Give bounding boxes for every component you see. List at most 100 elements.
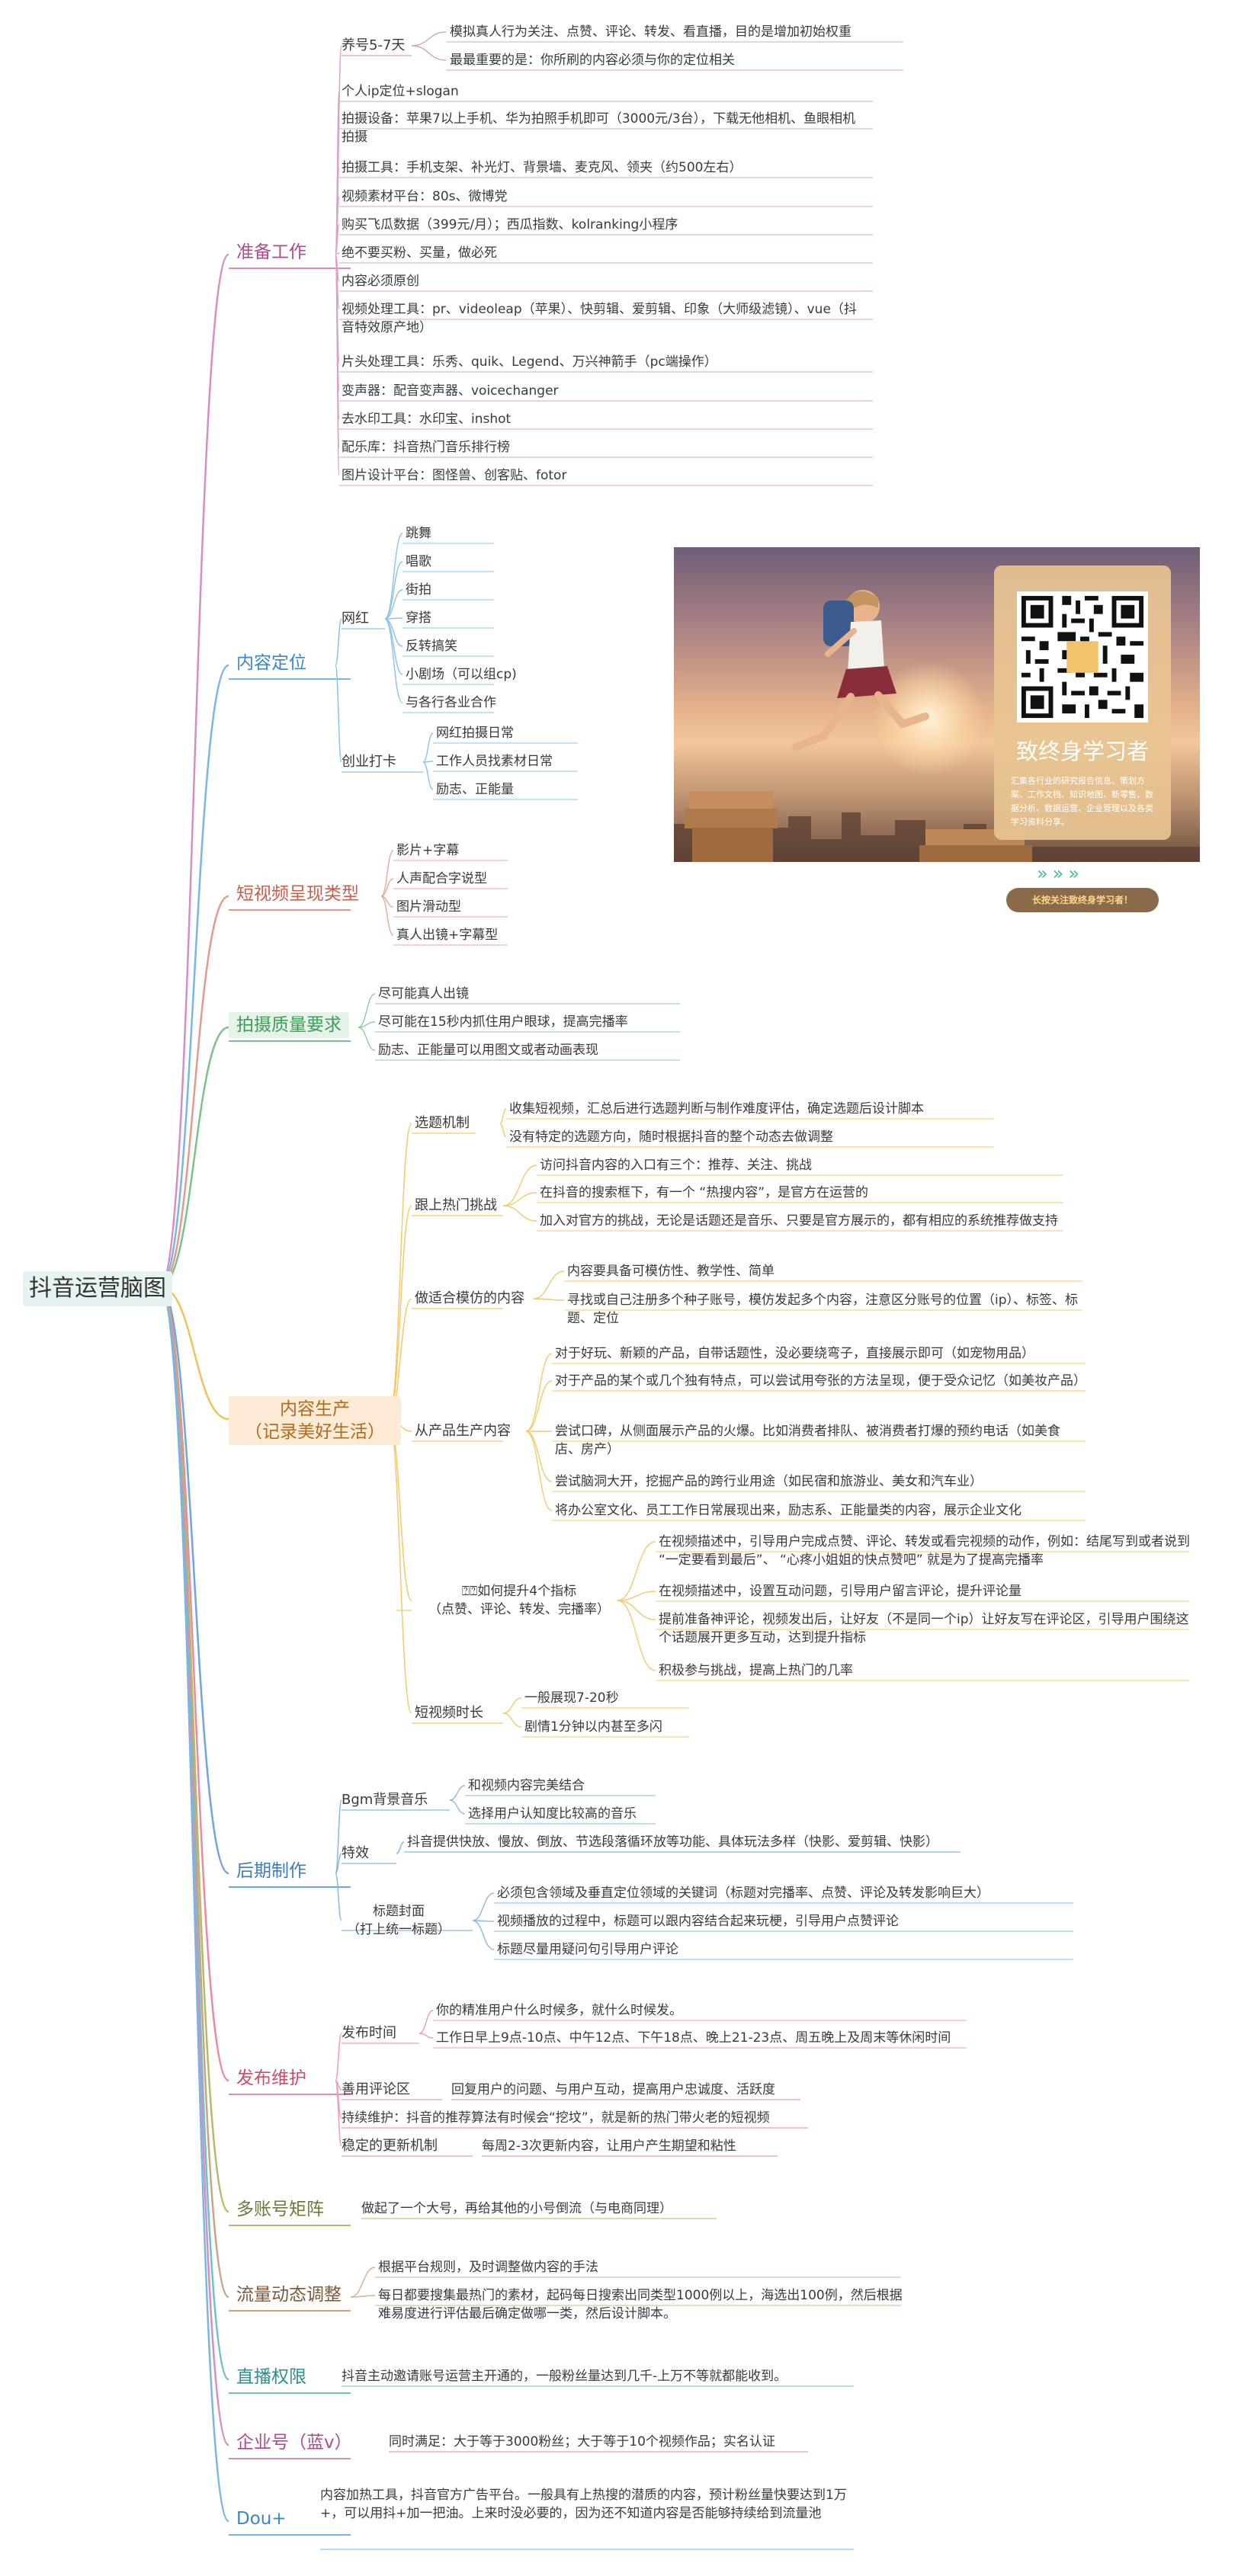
cover-item[interactable]: 必须包含领域及垂直定位领域的关键词（标题对完播率、点赞、评论及转发影响巨大） — [497, 1886, 989, 1901]
content-chuangye[interactable]: 创业打卡 — [342, 754, 396, 770]
prep-item[interactable]: 视频素材平台：80s、微博党 — [342, 189, 508, 204]
time-item[interactable]: 你的精准用户什么时候多，就什么时候发。 — [436, 2003, 682, 2018]
product-item[interactable]: 对于产品的某个或几个独有特点，可以尝试用夸张的方法呈现，便于受众记忆（如美妆产品… — [555, 1373, 1086, 1389]
live-item[interactable]: 抖音主动邀请账号运营主开通的，一般粉丝量达到几千-上万不等就都能收到。 — [342, 2369, 787, 2384]
product-item[interactable]: 尝试口碑，从侧面展示产品的火爆。比如消费者排队、被消费者打爆的预约电话（如美食店… — [555, 1424, 1060, 1457]
chuangye-item[interactable]: 工作人员找素材日常 — [436, 754, 553, 769]
flow-item[interactable]: 根据平台规则，及时调整做内容的手法 — [378, 2260, 598, 2275]
time-item[interactable]: 工作日早上9点-10点、中午12点、下午18点、晚上21-23点、周五晚上及周末… — [436, 2030, 951, 2046]
prep-item[interactable]: 内容必须原创 — [342, 274, 419, 289]
production-topic[interactable]: 选题机制 — [415, 1115, 470, 1131]
comment-item[interactable]: 回复用户的问题、与用户互动，提高用户忠诚度、活跃度 — [451, 2082, 775, 2097]
prep-item[interactable]: 片头处理工具：乐秀、quik、Legend、万兴神箭手（pc端操作） — [342, 354, 717, 370]
connector-line — [502, 1205, 537, 1222]
publish-keep[interactable]: 持续维护：抖音的推荐算法有时候会“挖坟”，就是新的热门带火老的短视频 — [342, 2110, 770, 2126]
short-video-item[interactable]: 真人出镜+字幕型 — [396, 928, 499, 943]
category-production[interactable]: 内容生产 （记录美好生活） — [229, 1396, 401, 1445]
hot-item[interactable]: 在抖音的搜索框下，有一个 “热搜内容”，是官方在运营的 — [540, 1185, 869, 1200]
wanghong-item[interactable]: 小剧场（可以组cp) — [406, 667, 517, 682]
category-flow[interactable]: 流量动态调整 — [236, 2285, 342, 2305]
wanghong-item[interactable]: 唱歌 — [406, 554, 431, 569]
metrics-item[interactable]: 积极参与挑战，提高上热门的几率 — [659, 1663, 853, 1678]
prep-item[interactable]: 图片设计平台：图怪兽、创客贴、fotor — [342, 468, 567, 483]
root-node[interactable]: 抖音运营脑图 — [23, 1271, 172, 1306]
short-video-item[interactable]: 影片+字幕 — [396, 843, 460, 858]
duration-item[interactable]: 一般展现7-20秒 — [524, 1690, 619, 1706]
wanghong-item[interactable]: 反转搞笑 — [406, 639, 457, 654]
production-hot[interactable]: 跟上热门挑战 — [415, 1197, 497, 1213]
prep-item[interactable]: 配乐库：抖音热门音乐排行榜 — [342, 440, 510, 455]
production-imitate[interactable]: 做适合模仿的内容 — [415, 1290, 524, 1306]
prep-yanghao-item[interactable]: 最最重要的是：你所刷的内容必须与你的定位相关 — [450, 53, 735, 68]
wanghong-item[interactable]: 跳舞 — [406, 526, 431, 541]
bgm-item[interactable]: 和视频内容完美结合 — [468, 1778, 585, 1793]
multi-item[interactable]: 做起了一个大号，再给其他的小号倒流（与电商同理） — [361, 2201, 672, 2216]
prep-item[interactable]: 个人ip定位+slogan — [342, 84, 459, 99]
topic-item[interactable]: 没有特定的选题方向，随时根据抖音的整个动态去做调整 — [509, 1129, 833, 1145]
wanghong-item[interactable]: 街拍 — [406, 582, 431, 598]
category-live[interactable]: 直播权限 — [236, 2367, 306, 2387]
prep-item[interactable]: 视频处理工具：pr、videoleap（苹果）、快剪辑、爱剪辑、印象（大师级滤镜… — [342, 302, 857, 335]
dou-item[interactable]: 内容加热工具，抖音官方广告平台。一般具有上热搜的潜质的内容，预计粉丝量快要达到1… — [320, 2488, 847, 2521]
chuangye-item[interactable]: 网红拍摄日常 — [436, 726, 514, 741]
category-short-video[interactable]: 短视频呈现类型 — [236, 884, 359, 904]
publish-comment[interactable]: 善用评论区 — [342, 2081, 410, 2097]
follow-button[interactable]: 长按关注致终身学习者！ — [1006, 888, 1159, 912]
chuangye-item[interactable]: 励志、正能量 — [436, 782, 514, 797]
category-quality[interactable]: 拍摄质量要求 — [229, 1012, 349, 1038]
update-item[interactable]: 每周2-3次更新内容，让用户产生期望和粘性 — [482, 2139, 736, 2154]
quality-item[interactable]: 尽可能真人出镜 — [378, 986, 469, 1001]
quality-item[interactable]: 励志、正能量可以用图文或者动画表现 — [378, 1043, 598, 1058]
metrics-item[interactable]: 在视频描述中，设置互动问题，引导用户留言评论，提升评论量 — [659, 1584, 1021, 1599]
prep-yanghao[interactable]: 养号5-7天 — [342, 37, 406, 53]
metrics-item[interactable]: 在视频描述中，引导用户完成点赞、评论、转发或看完视频的动作，例如：结尾写到或者说… — [659, 1534, 1190, 1568]
prep-item[interactable]: 去水印工具：水印宝、inshot — [342, 412, 512, 427]
prep-item[interactable]: 绝不要买粉、买量，做必死 — [342, 245, 497, 261]
flow-item[interactable]: 每日都要搜集最热门的素材，起码每日搜索出同类型1000例以上，海选出100例，然… — [378, 2288, 903, 2321]
imitate-item[interactable]: 寻找或自己注册多个种子账号，模仿发起多个内容，注意区分账号的位置（ip）、标签、… — [567, 1293, 1079, 1326]
category-content-position[interactable]: 内容定位 — [236, 653, 306, 673]
qr-code-icon[interactable] — [1017, 591, 1148, 722]
product-item[interactable]: 将办公室文化、员工工作日常展现出来，励志系、正能量类的内容，展示企业文化 — [555, 1503, 1021, 1518]
short-video-item[interactable]: 图片滑动型 — [396, 899, 461, 915]
connector-line — [617, 1600, 656, 1620]
category-dou[interactable]: Dou+ — [236, 2509, 287, 2529]
post-cover[interactable]: 标题封面 （打上统一标题） — [347, 1904, 451, 1937]
post-effects[interactable]: 特效 — [342, 1845, 369, 1861]
bgm-item[interactable]: 选择用户认知度比较高的音乐 — [468, 1806, 637, 1821]
metrics-item[interactable]: 提前准备神评论，视频发出后，让好友（不是同一个ip）让好友写在评论区，引导用户围… — [659, 1612, 1189, 1645]
product-item[interactable]: 尝试脑洞大开，挖掘产品的跨行业用途（如民宿和旅游业、美女和汽车业） — [555, 1474, 983, 1489]
short-video-item[interactable]: 人声配合字说型 — [396, 871, 487, 886]
cover-item[interactable]: 标题尽量用疑问句引导用户评论 — [497, 1942, 678, 1957]
production-product[interactable]: 从产品生产内容 — [415, 1423, 511, 1439]
enterprise-item[interactable]: 同时满足：大于等于3000粉丝；大于等于10个视频作品；实名认证 — [389, 2434, 775, 2449]
hot-item[interactable]: 访问抖音内容的入口有三个：推荐、关注、挑战 — [540, 1158, 812, 1173]
cover-item[interactable]: 视频播放的过程中，标题可以跟内容结合起来玩梗，引导用户点赞评论 — [497, 1914, 899, 1929]
wanghong-item[interactable]: 穿搭 — [406, 610, 431, 626]
category-prep[interactable]: 准备工作 — [236, 242, 306, 262]
publish-time[interactable]: 发布时间 — [342, 2025, 396, 2041]
category-multi-account[interactable]: 多账号矩阵 — [236, 2200, 324, 2219]
prep-item[interactable]: 购买飞瓜数据（399元/月）；西瓜指数、kolranking小程序 — [342, 217, 678, 232]
publish-update[interactable]: 稳定的更新机制 — [342, 2138, 438, 2154]
quality-item[interactable]: 尽可能在15秒内抓住用户眼球，提高完播率 — [378, 1014, 628, 1030]
hot-item[interactable]: 加入对官方的挑战，无论是话题还是音乐、只要是官方展示的，都有相应的系统推荐做支持 — [540, 1213, 1058, 1229]
connector-line — [159, 1285, 229, 1875]
category-post[interactable]: 后期制作 — [236, 1861, 306, 1881]
effects-item[interactable]: 抖音提供快放、慢放、倒放、节选段落循环放等功能、具体玩法多样（快影、爱剪辑、快影… — [407, 1834, 938, 1850]
production-metrics[interactable]: ⍰⍰如何提升4个指标 （点赞、评论、转发、完播率） — [428, 1584, 610, 1617]
prep-item[interactable]: 拍摄工具：手机支架、补光灯、背景墙、麦克风、领夹（约500左右） — [342, 160, 742, 175]
post-bgm[interactable]: Bgm背景音乐 — [342, 1792, 428, 1808]
imitate-item[interactable]: 内容要具备可模仿性、教学性、简单 — [567, 1264, 775, 1279]
prep-item[interactable]: 变声器：配音变声器、voicechanger — [342, 383, 559, 399]
wanghong-item[interactable]: 与各行各业合作 — [406, 695, 496, 710]
product-item[interactable]: 对于好玩、新颖的产品，自带话题性，没必要绕弯子，直接展示即可（如宠物用品） — [555, 1346, 1034, 1361]
prep-item[interactable]: 拍摄设备：苹果7以上手机、华为拍照手机即可（3000元/3台），下载无他相机、鱼… — [342, 111, 856, 145]
prep-yanghao-item[interactable]: 模拟真人行为关注、点赞、评论、转发、看直播，目的是增加初始权重 — [450, 24, 852, 40]
production-duration[interactable]: 短视频时长 — [415, 1705, 483, 1721]
content-wanghong[interactable]: 网红 — [342, 610, 369, 626]
duration-item[interactable]: 剧情1分钟以内甚至多闪 — [524, 1719, 662, 1735]
category-publish[interactable]: 发布维护 — [236, 2068, 306, 2088]
topic-item[interactable]: 收集短视频，汇总后进行选题判断与制作难度评估，确定选题后设计脚本 — [509, 1101, 924, 1117]
category-enterprise[interactable]: 企业号（蓝v） — [236, 2433, 352, 2453]
